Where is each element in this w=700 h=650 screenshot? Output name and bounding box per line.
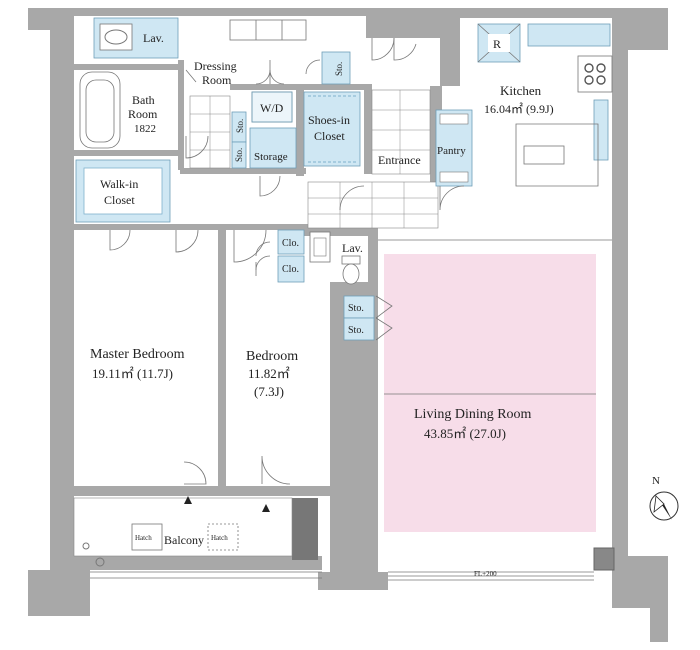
- room-label-sto-mid-2: Sto.: [348, 325, 364, 336]
- partition-walls: [74, 60, 442, 496]
- room-label-storage: Storage: [254, 151, 288, 163]
- hatch-label-2: Hatch: [211, 534, 228, 542]
- window-bottom: FL+200: [90, 570, 594, 581]
- room-label-sto-left-1: Sto.: [235, 119, 245, 133]
- room-label-bath-1: Bath: [132, 93, 155, 107]
- room-label-dressing-1: Dressing: [194, 59, 237, 73]
- bath-room: Bath Room 1822: [79, 71, 158, 149]
- room-label-wd: W/D: [260, 101, 284, 115]
- room-label-dressing-2: Room: [202, 73, 232, 87]
- exterior-walls: [28, 8, 668, 642]
- kitchen: R Kitchen 16.04㎡ (9.9J): [477, 23, 613, 187]
- room-label-shoes-2: Closet: [314, 129, 345, 143]
- lavatory-top: Lav.: [93, 17, 179, 59]
- sink-icon: [104, 29, 128, 45]
- room-label-sto-left-2: Sto.: [234, 148, 244, 162]
- dressing-room: Dressing Room Sto.: [194, 19, 351, 87]
- sink-icon: [523, 145, 565, 165]
- room-label-master-2: 19.11㎡ (11.7J): [92, 366, 173, 381]
- compass-icon: N: [649, 475, 679, 521]
- toilet-icon: [341, 255, 361, 285]
- room-label-bedroom-3: (7.3J): [254, 384, 284, 399]
- closets-mid: Clo. Clo.: [277, 229, 305, 283]
- room-label-clo-1: Clo.: [282, 238, 299, 249]
- room-label-bath-3: 1822: [134, 123, 156, 135]
- living-dining-floor: [384, 254, 596, 532]
- north-label: N: [652, 475, 660, 487]
- room-label-walkin-2: Closet: [104, 193, 135, 207]
- room-label-kitchen-2: 16.04㎡ (9.9J): [484, 102, 554, 116]
- hatch-label-1: Hatch: [135, 534, 152, 542]
- entrance-area: Entrance: [307, 89, 439, 229]
- room-label-living-1: Living Dining Room: [414, 407, 532, 422]
- fridge-label: R: [493, 37, 501, 51]
- room-label-bedroom-1: Bedroom: [246, 349, 298, 364]
- room-label-sto-mid-1: Sto.: [348, 303, 364, 314]
- bathtub-icon: [85, 79, 115, 143]
- shoes-closet: Shoes-in Closet: [303, 91, 361, 167]
- pantry: Pantry: [435, 109, 473, 187]
- floor-level-label: FL+200: [474, 570, 497, 578]
- walk-in-closet: Walk-in Closet: [75, 159, 171, 223]
- room-label-balcony: Balcony: [164, 533, 204, 547]
- room-label-bath-2: Room: [128, 107, 158, 121]
- stove-icon: [584, 63, 606, 85]
- room-label-walkin-1: Walk-in: [100, 177, 138, 191]
- room-label-lav-mid: Lav.: [342, 241, 363, 255]
- room-label-master-1: Master Bedroom: [90, 347, 185, 362]
- room-label-entrance: Entrance: [378, 153, 421, 167]
- room-label-bedroom-2: 11.82㎡: [248, 366, 290, 381]
- room-label-kitchen-1: Kitchen: [500, 83, 542, 98]
- room-label-living-2: 43.85㎡ (27.0J): [424, 426, 506, 441]
- room-label-pantry: Pantry: [437, 145, 466, 157]
- lavatory-mid: Lav.: [309, 231, 363, 285]
- room-label-lav-top: Lav.: [143, 31, 164, 45]
- room-label-sto-top: Sto.: [334, 62, 344, 76]
- wash-area-tiles: Sto. Sto.: [189, 95, 247, 169]
- room-label-clo-2: Clo.: [282, 264, 299, 275]
- room-label-shoes-1: Shoes-in: [308, 113, 350, 127]
- balcony: Hatch Hatch Balcony: [73, 496, 293, 567]
- storage-mid: Sto. Sto.: [343, 295, 375, 341]
- door-swing-icon: [109, 37, 465, 485]
- laundry-storage: W/D Storage: [249, 91, 297, 169]
